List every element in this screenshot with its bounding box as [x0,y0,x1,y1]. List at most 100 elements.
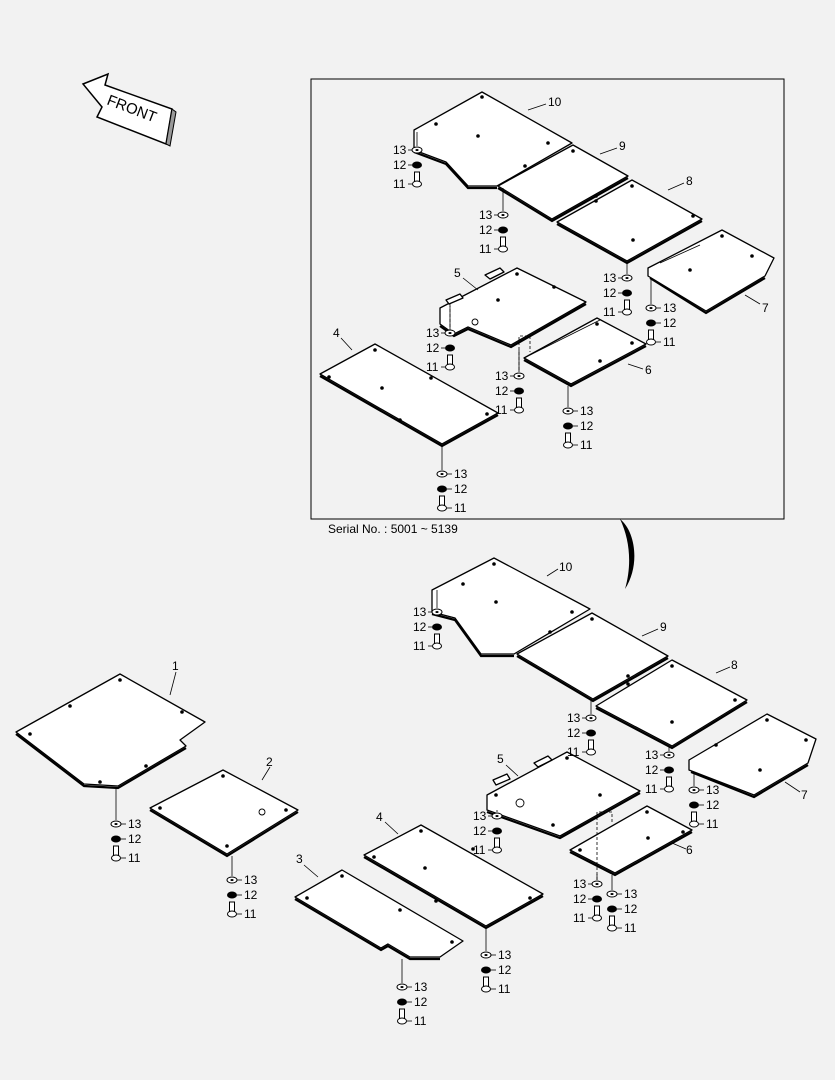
fastener-label-washer: 13 [645,748,659,762]
callout-3: 3 [296,852,303,866]
callout-8: 8 [731,658,738,672]
spring-washer-icon [492,827,502,835]
callout-2: 2 [266,755,273,769]
fastener-label-spring_washer: 12 [706,798,720,812]
spring-washer-icon [646,319,656,327]
fastener-label-spring_washer: 12 [495,384,509,398]
fastener-label-bolt: 11 [580,438,593,452]
fastener-label-washer: 13 [414,980,428,994]
spring-washer-icon [607,905,617,913]
fastener-label-washer: 13 [244,873,258,887]
fastener-label-washer: 13 [473,809,487,823]
plate-7 [688,713,817,799]
callout-9-inset: 9 [619,139,626,153]
callout-8-inset: 8 [686,174,693,188]
fastener-label-bolt: 11 [414,1014,427,1028]
spring-washer-icon [397,998,407,1006]
fastener-label-bolt: 11 [473,843,486,857]
fastener-label-bolt: 11 [454,501,467,515]
callout-6: 6 [686,843,693,857]
plate-2 [149,769,299,858]
callout-7: 7 [801,788,808,802]
callout-4: 4 [376,810,383,824]
spring-washer-icon [481,966,491,974]
fastener-label-spring_washer: 12 [479,223,493,237]
callout-5-inset: 5 [454,266,461,280]
fastener-label-spring_washer: 12 [498,963,512,977]
serial-inset-frame [310,78,785,520]
inset-plate-9 [497,144,629,223]
fastener-label-washer: 13 [128,817,142,831]
fastener-label-washer: 13 [580,404,594,418]
callout-5: 5 [497,752,504,766]
spring-washer-icon [445,344,455,352]
spring-washer-icon [437,485,447,493]
plate-5 [486,751,641,840]
fastener-label-spring_washer: 12 [663,316,677,330]
spring-washer-icon [664,766,674,774]
fastener-label-spring_washer: 12 [645,763,659,777]
spring-washer-icon [498,226,508,234]
fastener-label-washer: 13 [454,467,468,481]
callout-7-inset: 7 [762,301,769,315]
plate-8 [595,659,748,750]
spring-washer-icon [432,623,442,631]
plate-1 [15,673,206,790]
fastener-label-bolt: 11 [495,403,508,417]
spring-washer-icon [592,895,602,903]
spring-washer-icon [622,289,632,297]
spring-washer-icon [689,801,699,809]
callout-1: 1 [172,659,179,673]
fastener-label-spring_washer: 12 [414,995,428,1009]
callout-9: 9 [660,620,667,634]
callout-10: 10 [559,560,573,574]
fastener-label-washer: 13 [495,369,509,383]
inset-plate-10 [413,91,573,190]
fastener-label-bolt: 11 [128,851,141,865]
fastener-label-bolt: 11 [393,177,406,191]
fastener-label-bolt: 11 [413,639,426,653]
fastener-label-washer: 13 [573,877,587,891]
fastener-label-bolt: 11 [244,907,257,921]
fastener-label-spring_washer: 12 [454,482,468,496]
serial-note: Serial No. : 5001 ~ 5139 [328,522,458,536]
fastener-label-bolt: 11 [498,982,511,996]
fastener-label-bolt: 11 [663,335,676,349]
fastener-label-spring_washer: 12 [580,419,594,433]
spring-washer-icon [514,387,524,395]
spring-washer-icon [563,422,573,430]
fastener-label-spring_washer: 12 [413,620,427,634]
fastener-label-washer: 13 [413,605,427,619]
fastener-label-spring_washer: 12 [244,888,258,902]
inset-plate-7 [647,229,775,315]
fastener-label-bolt: 11 [645,782,658,796]
inset-plate-6 [523,317,647,388]
callout-10-inset: 10 [548,95,562,109]
fastener-label-bolt: 11 [567,745,580,759]
fastener-label-spring_washer: 12 [426,341,440,355]
fastener-label-spring_washer: 12 [603,286,617,300]
fastener-label-bolt: 11 [603,305,616,319]
callout-4-inset: 4 [333,326,340,340]
fastener-label-washer: 13 [479,208,493,222]
fastener-label-bolt: 11 [624,921,637,935]
spring-washer-icon [412,161,422,169]
fastener-label-washer: 13 [603,271,617,285]
fastener-label-washer: 13 [663,301,677,315]
spring-washer-icon [586,729,596,737]
